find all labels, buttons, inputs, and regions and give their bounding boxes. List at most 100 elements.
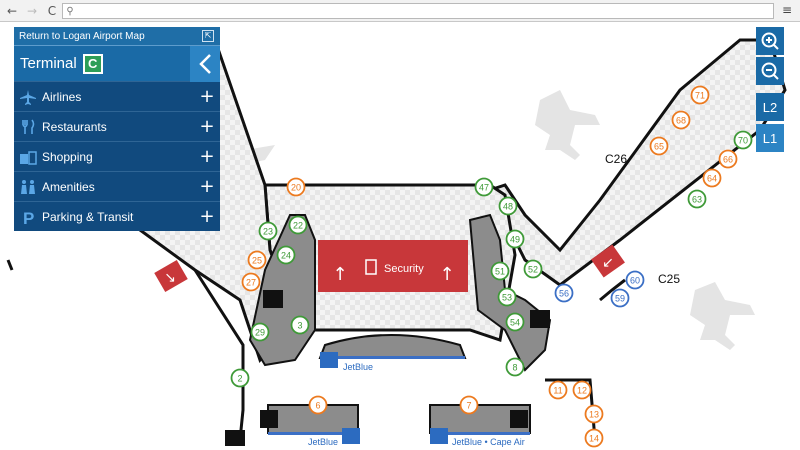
gate-27[interactable]: 27 (241, 272, 261, 292)
gate-7[interactable]: 7 (459, 395, 479, 415)
gate-number: 48 (503, 202, 513, 212)
gate-63[interactable]: 63 (687, 189, 707, 209)
menu-item-label: Airlines (42, 89, 82, 104)
security-arrow-left-icon: ↑ (332, 264, 347, 285)
gate-53[interactable]: 53 (497, 287, 517, 307)
area-label-c26: C26 (605, 152, 627, 166)
gate-circle (250, 322, 270, 342)
browser-menu-icon[interactable]: ≡ (781, 3, 792, 17)
gate-54[interactable]: 54 (505, 312, 525, 332)
gate-circle (572, 380, 592, 400)
terminal-map[interactable]: ↘ ↙ ↑ ↑ Security C26 C25 JetBlue JetBlue… (0, 22, 800, 450)
gate-number: 8 (512, 363, 517, 373)
gate-13[interactable]: 13 (584, 404, 604, 424)
gate-number: 65 (654, 142, 664, 152)
zoom-out-button[interactable] (756, 57, 784, 85)
gate-56[interactable]: 56 (554, 283, 574, 303)
gate-71[interactable]: 71 (690, 85, 710, 105)
gate-6[interactable]: 6 (308, 395, 328, 415)
gate-number: 25 (252, 256, 262, 266)
gate-circle (554, 283, 574, 303)
gate-number: 2 (237, 374, 242, 384)
menu-item-label: Restaurants (42, 119, 107, 134)
gate-circle (490, 261, 510, 281)
gate-circle (241, 272, 261, 292)
menu-item-airlines[interactable]: Airlines + (14, 81, 220, 111)
restroom-icon[interactable] (530, 310, 550, 328)
menu-item-amenities[interactable]: Amenities+ (14, 171, 220, 201)
gate-52[interactable]: 52 (523, 259, 543, 279)
forward-arrow-icon[interactable]: → (26, 3, 38, 18)
address-bar[interactable]: ⚲ (62, 3, 774, 19)
gate-23[interactable]: 23 (258, 221, 278, 241)
parking-icon: P (14, 209, 42, 225)
gate-number: 56 (559, 289, 569, 299)
gate-29[interactable]: 29 (250, 322, 270, 342)
gate-49[interactable]: 49 (505, 229, 525, 249)
expand-plus-icon[interactable]: + (199, 146, 215, 167)
level-1-button[interactable]: L1 (756, 124, 784, 152)
gate-circle (690, 85, 710, 105)
gate-3[interactable]: 3 (290, 315, 310, 335)
gate-24[interactable]: 24 (276, 245, 296, 265)
gate-65[interactable]: 65 (649, 136, 669, 156)
entrance-right (591, 244, 625, 278)
level-2-button[interactable]: L2 (756, 93, 784, 121)
collapse-panel-button[interactable] (190, 45, 220, 82)
gate-11[interactable]: 11 (548, 380, 568, 400)
restroom-icon[interactable] (263, 290, 283, 308)
entrance-left-arrow-icon: ↘ (164, 270, 176, 286)
gate-circle (288, 215, 308, 235)
gate-number: 51 (495, 267, 505, 277)
gate-number: 68 (676, 116, 686, 126)
reload-icon[interactable]: C (47, 3, 57, 18)
expand-plus-icon[interactable]: + (199, 176, 215, 197)
gate-25[interactable]: 25 (247, 250, 267, 270)
gate-number: 54 (510, 318, 520, 328)
gate-12[interactable]: 12 (572, 380, 592, 400)
gate-22[interactable]: 22 (288, 215, 308, 235)
gate-47[interactable]: 47 (474, 177, 494, 197)
gate-66[interactable]: 66 (718, 149, 738, 169)
jetblue-center-icon[interactable] (320, 352, 338, 368)
address-input[interactable] (77, 4, 773, 18)
gate-2[interactable]: 2 (230, 368, 250, 388)
gate-circle (290, 315, 310, 335)
menu-item-shopping[interactable]: Shopping+ (14, 141, 220, 171)
gate-circle (718, 149, 738, 169)
gate-number: 7 (466, 401, 471, 411)
gate-number: 63 (692, 195, 702, 205)
zoom-out-icon (761, 62, 779, 80)
gate-48[interactable]: 48 (498, 196, 518, 216)
gate-64[interactable]: 64 (702, 168, 722, 188)
gate-60[interactable]: 60 (625, 270, 645, 290)
expand-plus-icon[interactable]: + (199, 206, 215, 227)
side-panel: Return to Logan Airport Map ⇱ Terminal C… (14, 27, 220, 231)
gate-number: 29 (255, 328, 265, 338)
mail-icon[interactable] (225, 430, 245, 446)
gate-70[interactable]: 70 (733, 130, 753, 150)
elevator-icon[interactable] (260, 410, 278, 428)
expand-plus-icon[interactable]: + (199, 86, 215, 107)
gate-68[interactable]: 68 (671, 110, 691, 130)
gate-number: 22 (293, 221, 303, 231)
gate-51[interactable]: 51 (490, 261, 510, 281)
jetblue-capeair-icon[interactable] (430, 428, 448, 444)
menu-item-restaurants[interactable]: Restaurants + (14, 111, 220, 141)
expand-plus-icon[interactable]: + (199, 116, 215, 137)
elevator-icon[interactable] (510, 410, 528, 428)
gate-59[interactable]: 59 (610, 288, 630, 308)
zoom-in-button[interactable] (756, 27, 784, 55)
chevron-left-icon (199, 53, 211, 74)
jetblue-left-icon[interactable] (342, 428, 360, 444)
gate-circle (733, 130, 753, 150)
gate-20[interactable]: 20 (286, 177, 306, 197)
back-arrow-icon[interactable]: ← (6, 3, 18, 18)
return-to-map-button[interactable]: Return to Logan Airport Map ⇱ (14, 27, 220, 45)
gate-8[interactable]: 8 (505, 357, 525, 377)
gate-number: 60 (630, 276, 640, 286)
gate-14[interactable]: 14 (584, 428, 604, 448)
terminal-letter-badge: C (82, 53, 103, 74)
